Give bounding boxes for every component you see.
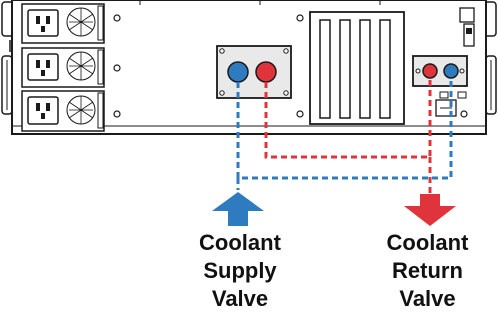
- right-return-connector: [422, 63, 438, 79]
- power-supply-2: [21, 47, 105, 88]
- return-label-line-2: Return: [392, 258, 463, 283]
- up-arrow-icon: [212, 192, 264, 226]
- return-label-line-1: Coolant: [386, 230, 469, 255]
- supply-label-line-2: Supply: [203, 258, 277, 283]
- supply-label-line-1: Coolant: [199, 230, 281, 255]
- return-label-line-3: Valve: [399, 286, 456, 311]
- top-edge-marks: [139, 0, 381, 5]
- supply-coolant-line: [236, 78, 453, 180]
- down-arrow-icon: [404, 194, 456, 226]
- coolant-supply-valve-label: Coolant Supply Valve: [165, 229, 315, 313]
- right-supply-connector: [443, 63, 459, 79]
- coolant-return-valve-label: Coolant Return Valve: [360, 229, 495, 313]
- left-return-connector: [255, 61, 277, 83]
- expansion-slot-bay: [309, 11, 405, 125]
- power-supply-1: [21, 3, 105, 44]
- management-port: [459, 7, 475, 47]
- right-rack-handle: [483, 1, 497, 115]
- right-valve-panel: [412, 55, 468, 87]
- left-supply-connector: [227, 61, 249, 83]
- power-supply-3: [21, 90, 105, 132]
- supply-label-line-3: Valve: [211, 286, 269, 311]
